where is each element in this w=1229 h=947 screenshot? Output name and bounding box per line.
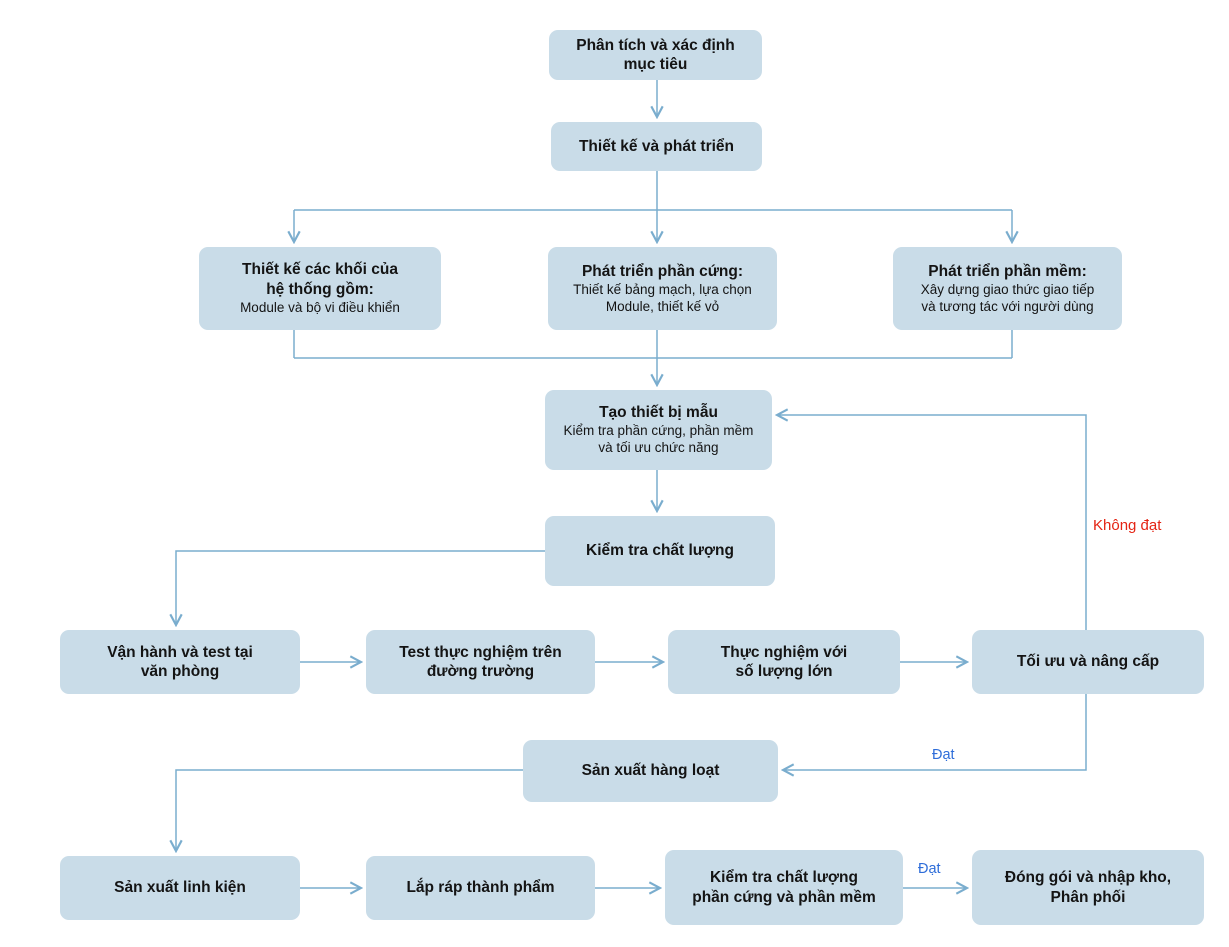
node-mass-production: Sản xuất hàng loạt (523, 740, 778, 802)
node-title: Thiết kế và phát triển (578, 137, 735, 155)
node-hardware: Phát triển phần cứng: Thiết kế bảng mạch… (548, 247, 777, 330)
node-title: Thực nghiệm với số lượng lớn (720, 643, 848, 680)
node-title: Phát triển phần cứng: (581, 262, 744, 280)
node-subtitle: Thiết kế bảng mạch, lựa chọn Module, thi… (573, 281, 752, 314)
node-volume-test: Thực nghiệm với số lượng lớn (668, 630, 900, 694)
node-title: Vận hành và test tại văn phòng (107, 643, 253, 680)
edge-mass-production-to-components (176, 769, 523, 851)
node-title: Tối ưu và nâng cấp (1016, 653, 1160, 671)
node-title: Lắp ráp thành phẩm (406, 879, 555, 897)
node-title: Kiểm tra chất lượng (586, 542, 734, 560)
edge-label-dat-packaging: Đạt (918, 861, 941, 877)
edge-quality-check-to-office-test (176, 550, 545, 625)
node-title: Test thực nghiệm trên đường trường (399, 643, 562, 680)
node-components: Sản xuất linh kiện (60, 856, 300, 920)
node-packaging: Đóng gói và nhập kho, Phân phối (972, 850, 1204, 925)
node-title: Phát triển phần mềm: (928, 262, 1087, 280)
node-assembly: Lắp ráp thành phẩm (366, 856, 595, 920)
node-analyze: Phân tích và xác định mục tiêu (549, 30, 762, 80)
node-subtitle: Kiểm tra phần cứng, phần mềm và tối ưu c… (563, 423, 754, 456)
node-software: Phát triển phần mềm: Xây dựng giao thức … (893, 247, 1122, 330)
node-blocks: Thiết kế các khối của hệ thống gồm: Modu… (199, 247, 441, 330)
node-subtitle: Module và bộ vi điều khiển (240, 299, 400, 315)
node-title: Đóng gói và nhập kho, Phân phối (1004, 869, 1172, 906)
node-quality-check: Kiểm tra chất lượng (545, 516, 775, 586)
edge-label-khong-dat: Không đạt (1093, 517, 1162, 534)
node-final-qc: Kiểm tra chất lượng phần cứng và phần mề… (665, 850, 903, 925)
node-title: Kiểm tra chất lượng phần cứng và phần mề… (692, 869, 876, 906)
node-title: Sản xuất hàng loạt (581, 762, 720, 780)
node-office-test: Vận hành và test tại văn phòng (60, 630, 300, 694)
node-title: Thiết kế các khối của hệ thống gồm: (242, 261, 398, 298)
edge-optimize-fail-to-prototype (777, 415, 1087, 630)
node-prototype: Tạo thiết bị mẫu Kiểm tra phần cứng, phầ… (545, 390, 772, 470)
node-design: Thiết kế và phát triển (551, 122, 762, 171)
node-road-test: Test thực nghiệm trên đường trường (366, 630, 595, 694)
node-title: Phân tích và xác định mục tiêu (576, 36, 735, 73)
node-subtitle: Xây dựng giao thức giao tiếp và tương tá… (920, 281, 1095, 314)
node-optimize: Tối ưu và nâng cấp (972, 630, 1204, 694)
node-title: Sản xuất linh kiện (114, 879, 246, 897)
edge-optimize-pass-to-mass-production (783, 694, 1087, 770)
node-title: Tạo thiết bị mẫu (599, 404, 718, 422)
edge-label-dat-mass-production: Đạt (932, 747, 955, 763)
